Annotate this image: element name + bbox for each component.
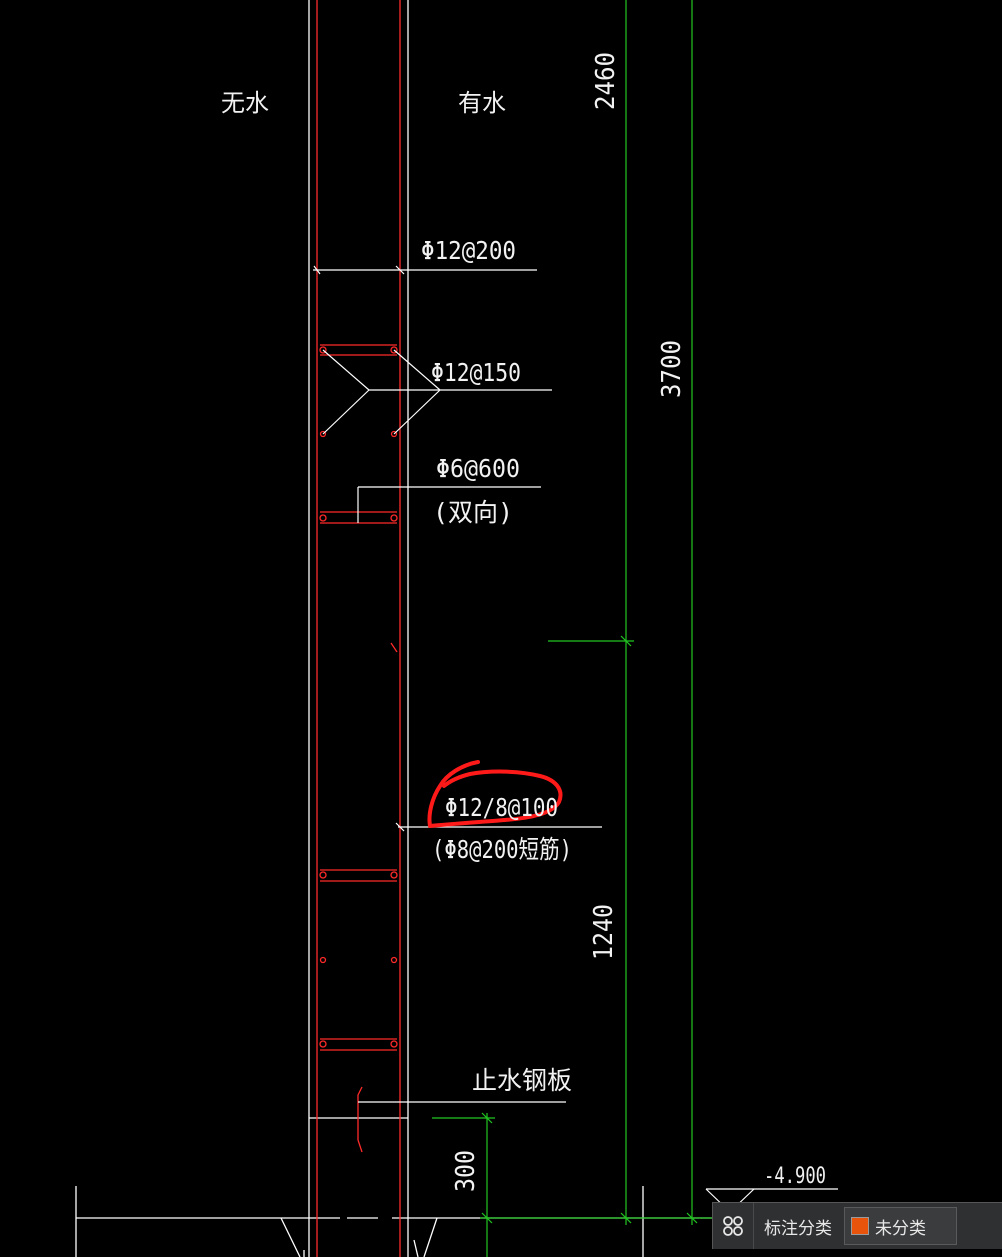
dimension-3700: 3700 bbox=[657, 340, 687, 398]
tie-bar-label: Φ6@600 bbox=[436, 454, 520, 483]
layer-selector[interactable]: 未分类 bbox=[844, 1207, 957, 1245]
vertical-bar-label-2: Φ12/8@100 bbox=[445, 793, 558, 822]
vertical-bar-note-2: (Φ8@200短筋) bbox=[432, 835, 572, 864]
elevation-label: -4.900 bbox=[764, 1164, 826, 1189]
vertical-bar-label-1: Φ12@200 bbox=[421, 236, 516, 265]
grid-apps-icon bbox=[723, 1216, 743, 1236]
dimension-2460: 2460 bbox=[591, 52, 621, 110]
layer-label: 未分类 bbox=[875, 1218, 926, 1239]
horizontal-bar-label: Φ12@150 bbox=[431, 358, 521, 387]
category-label[interactable]: 标注分类 bbox=[764, 1218, 832, 1239]
dimension-1240: 1240 bbox=[589, 904, 619, 960]
markup-circle bbox=[427, 760, 563, 828]
dry-side-label: 无水 bbox=[221, 89, 269, 117]
dimension-300: 300 bbox=[451, 1150, 481, 1192]
annotation-statusbar: 标注分类 未分类 bbox=[712, 1202, 1002, 1249]
category-toggle-button[interactable] bbox=[713, 1203, 754, 1249]
dimension-lines bbox=[432, 0, 712, 1257]
tie-bar-note: (双向) bbox=[433, 498, 513, 527]
wet-side-label: 有水 bbox=[458, 89, 506, 117]
leader-lines bbox=[313, 265, 838, 1213]
wall-outline bbox=[75, 0, 712, 1257]
rebar-lines bbox=[316, 0, 401, 1257]
layer-color-swatch bbox=[851, 1217, 869, 1235]
waterstop-label: 止水钢板 bbox=[472, 1066, 572, 1095]
